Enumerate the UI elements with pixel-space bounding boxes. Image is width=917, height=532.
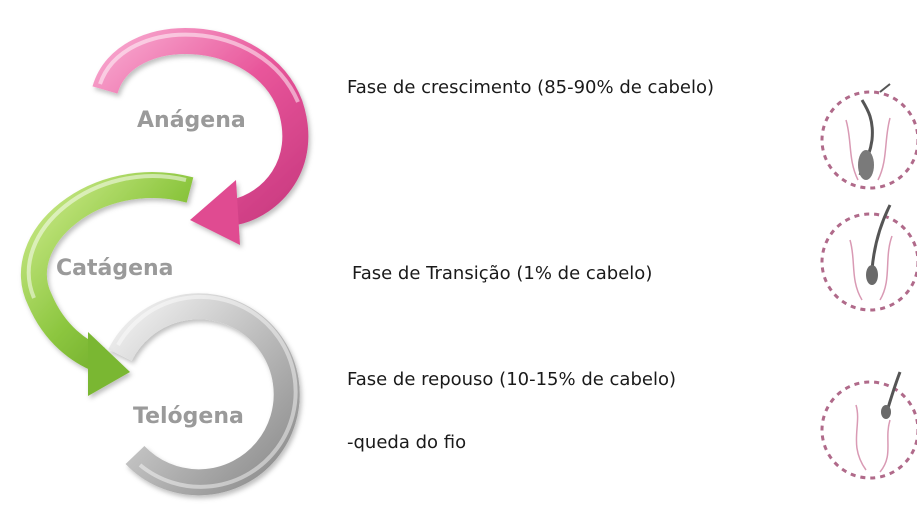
telogen-ring — [108, 293, 300, 496]
catagen-arrow — [21, 172, 194, 396]
anagen-arrow — [92, 28, 309, 245]
description-anagen: Fase de crescimento (85-90% de cabelo) — [347, 77, 715, 98]
description-telogen-note: -queda do fio — [347, 432, 467, 453]
hair-follicle-anagen-icon — [820, 83, 917, 190]
description-telogen: Fase de repouso (10-15% de cabelo) — [347, 369, 677, 390]
phase-label-anagen: Anágena — [137, 108, 246, 133]
description-catagen: Fase de Transição (1% de cabelo) — [352, 263, 653, 284]
hair-follicle-catagen-icon — [820, 204, 917, 312]
phase-label-telogen: Telógena — [133, 404, 244, 429]
hair-follicle-telogen-icon — [820, 371, 917, 480]
phase-label-catagen: Catágena — [56, 256, 174, 281]
